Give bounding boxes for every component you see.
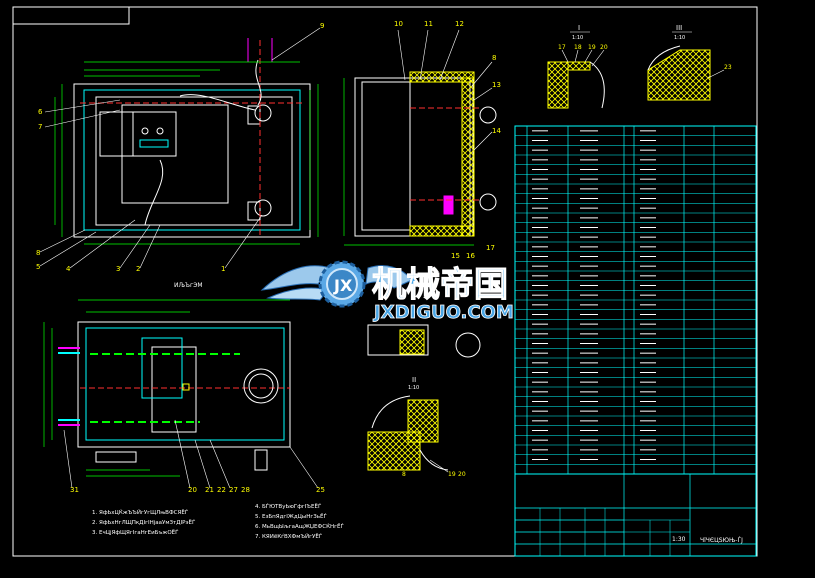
note-line: 7. КЯИёКѓВХФмЪЙгУЁЃ bbox=[255, 532, 323, 540]
corner-label-box bbox=[12, 6, 130, 25]
section-detail-ii: II 1:10 bbox=[367, 376, 449, 473]
section-scale: 1:10 bbox=[674, 35, 685, 41]
title-block bbox=[514, 473, 757, 557]
side-view bbox=[343, 29, 497, 358]
callout: 25 bbox=[316, 486, 325, 494]
bill-of-materials-table bbox=[514, 125, 757, 475]
callout: 22 bbox=[217, 486, 226, 494]
watermark-en: JXDIGUO.COM bbox=[372, 302, 514, 323]
callout: 20 bbox=[188, 486, 197, 494]
note-line: 5. ЕзБпЯдгІЖдЦыНгЗьЁЃ bbox=[255, 512, 328, 520]
callout: 8 bbox=[492, 54, 496, 62]
callout: 20 bbox=[600, 44, 608, 51]
detail-ii-callouts: 19 20 8 bbox=[402, 471, 466, 478]
callout: 23 bbox=[724, 64, 732, 71]
callout: 7 bbox=[38, 123, 42, 131]
callout: 11 bbox=[424, 20, 433, 28]
callout: 13 bbox=[492, 81, 501, 89]
callout: 8 bbox=[36, 249, 40, 257]
callout: 20 bbox=[458, 471, 466, 478]
title-block-scale: 1:30 bbox=[672, 536, 686, 543]
side-view-callouts: 10 11 12 8 13 14 16 15 17 bbox=[394, 20, 501, 260]
note-line: 2. ЯфЬхНгЛЩПкДІгІНјааУмЗтДІРэЁЃ bbox=[92, 518, 196, 526]
callout: 17 bbox=[486, 244, 495, 252]
plan-view-caption: ИЉЪгЭМ bbox=[174, 282, 203, 289]
note-line: 3. ЕчЦјЯфЩЯгІгаНгЕиБъжОЁЃ bbox=[92, 528, 179, 536]
callout: 19 bbox=[588, 44, 596, 51]
section-detail-i: I 1:10 bbox=[547, 24, 605, 109]
callout: 19 bbox=[448, 471, 456, 478]
callout: 12 bbox=[455, 20, 464, 28]
section-label: II bbox=[412, 376, 416, 384]
watermark-cn: 机械帝国 bbox=[372, 265, 508, 305]
note-line: 4. БЃЮТВуЬюГфгІЪЕЁЃ bbox=[255, 502, 322, 510]
section-label: III bbox=[676, 24, 682, 32]
front-view-callouts: 9 6 7 8 5 4 3 2 1 bbox=[36, 22, 324, 273]
callout: 4 bbox=[66, 265, 71, 273]
callout: 2 bbox=[136, 265, 140, 273]
plan-view bbox=[43, 299, 319, 489]
callout: 14 bbox=[492, 127, 501, 135]
callout: 21 bbox=[205, 486, 214, 494]
section-label: I bbox=[578, 24, 580, 32]
section-scale: 1:10 bbox=[408, 385, 419, 391]
section-i-callouts: 17 18 19 20 bbox=[558, 44, 608, 51]
callout: 27 bbox=[229, 486, 238, 494]
callout: 31 bbox=[70, 486, 79, 494]
watermark-logo: JX bbox=[260, 260, 413, 308]
callout: 17 bbox=[558, 44, 566, 51]
drawing-border bbox=[12, 6, 758, 557]
callout: 9 bbox=[320, 22, 324, 30]
callout: 8 bbox=[402, 471, 406, 478]
svg-text:JX: JX bbox=[333, 276, 353, 295]
callout: 10 bbox=[394, 20, 403, 28]
callout: 3 bbox=[116, 265, 120, 273]
callout: 16 bbox=[466, 252, 475, 260]
section-scale: 1:10 bbox=[572, 35, 583, 41]
plan-view-callouts: 31 20 21 22 27 28 25 bbox=[70, 486, 325, 494]
section-detail-iii: III 1:10 bbox=[647, 24, 725, 101]
callout: 5 bbox=[36, 263, 40, 271]
note-line: 6. МьВщЫљгаАщЖЏЕФСЌНгЁЃ bbox=[255, 522, 344, 530]
callout: 1 bbox=[221, 265, 225, 273]
note-line: 1. ЯфЬхЦЌжЪЪЙгУгЩЛњВФСЯЁЃ bbox=[92, 508, 189, 516]
callout: 6 bbox=[38, 108, 43, 116]
callout: 28 bbox=[241, 486, 250, 494]
callout: 18 bbox=[574, 44, 582, 51]
front-view bbox=[39, 27, 321, 269]
callout: 15 bbox=[451, 252, 460, 260]
technical-notes: 1. ЯфЬхЦЌжЪЪЙгУгЩЛњВФСЯЁЃ 2. ЯфЬхНгЛЩПкД… bbox=[92, 502, 344, 540]
title-block-name: ЧїЧЄЦЅЮЊ-ЃЈ bbox=[700, 536, 743, 544]
